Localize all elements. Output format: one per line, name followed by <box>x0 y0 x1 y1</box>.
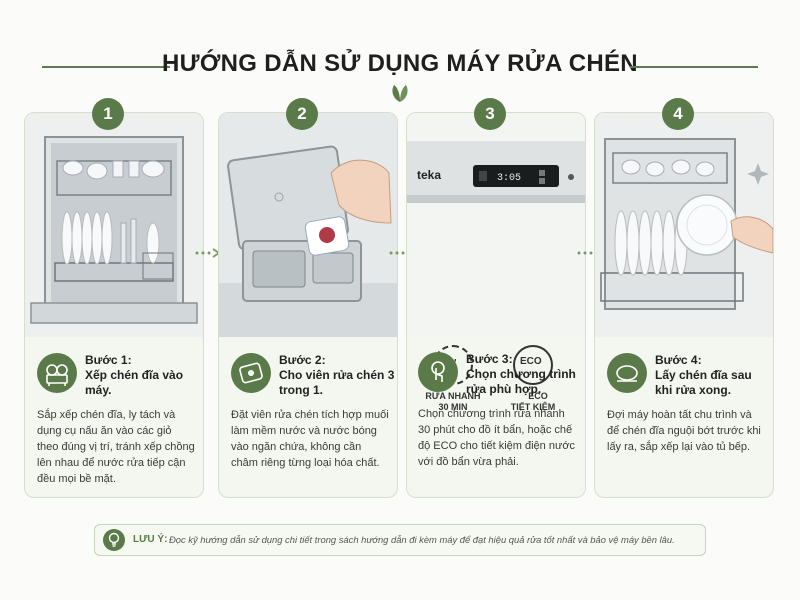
step-4-description: Đợi máy hoàn tất chu trình và để chén đĩ… <box>607 409 761 453</box>
step-card-4: Bước 4: Lấy chén đĩa sau khi rửa xong. Đ… <box>594 112 774 498</box>
dishwasher-loading-image <box>25 113 203 337</box>
step-3-label: Bước 3: <box>466 352 513 366</box>
step-3-number: 3 <box>474 98 506 130</box>
quick-wash-label-2: 30 MIN <box>438 402 468 412</box>
step-4-heading: Bước 4: Lấy chén đĩa sau khi rửa xong. <box>655 353 771 398</box>
step-2-number: 2 <box>286 98 318 130</box>
step-2-badge <box>231 353 271 393</box>
step-1-badge <box>37 353 77 393</box>
note-box: LƯU Ý: Đọc kỹ hướng dẫn sử dụng chi tiết… <box>94 524 706 556</box>
note-text: Đọc kỹ hướng dẫn sử dụng chi tiết trong … <box>169 534 675 545</box>
control-panel-image: teka 3:05 <box>407 113 585 337</box>
eco-indicator: ECO TIẾT KIỆM <box>511 345 563 413</box>
plate-icon <box>616 365 638 382</box>
step-1-heading: Bước 1: Xếp chén đĩa vào máy. <box>85 353 201 398</box>
step-3-description: Chọn chương trình rửa nhanh 30 phút cho … <box>418 408 576 468</box>
dish-rack-icon <box>46 364 68 386</box>
step-2-title: Cho viên rửa chén 3 trong 1. <box>279 368 395 397</box>
quick-wash-label-1: RỬA NHANH <box>425 391 481 401</box>
step-card-1: Bước 1: Xếp chén đĩa vào máy. Sắp xếp ch… <box>24 112 204 498</box>
step-1-title: Xếp chén đĩa vào máy. <box>85 368 184 397</box>
brand-logo: teka <box>417 168 441 182</box>
step-3-badge <box>418 352 458 392</box>
eco-value: ECO <box>520 356 542 367</box>
step-4-badge <box>607 353 647 393</box>
eco-label-2: TIẾT KIỆM <box>510 402 556 412</box>
step-card-3: teka 3:05 RỬA NHANH 30 MIN ECO TIẾT KIỆM… <box>406 112 586 498</box>
header-rule-right <box>630 66 758 68</box>
eco-label-1: ECO <box>528 391 548 401</box>
step-3-heading: Bước 3: Chọn chương trình rửa phù hợp. <box>466 352 582 397</box>
step-4-number: 4 <box>662 98 694 130</box>
step-2-description: Đặt viên rửa chén tích hợp muối làm mềm … <box>231 409 389 469</box>
step-1-description: Sắp xếp chén đĩa, ly tách và dụng cụ nấu… <box>37 409 195 485</box>
step-4-label: Bước 4: <box>655 353 702 367</box>
step-card-2: Bước 2: Cho viên rửa chén 3 trong 1. Đặt… <box>218 112 398 498</box>
header: HƯỚNG DẪN SỬ DỤNG MÁY RỬA CHÉN <box>0 48 800 88</box>
step-1-label: Bước 1: <box>85 353 132 367</box>
step-4-title: Lấy chén đĩa sau khi rửa xong. <box>655 368 752 397</box>
display-time: 3:05 <box>497 173 521 184</box>
step-2-label: Bước 2: <box>279 353 326 367</box>
detergent-tablet-image <box>219 113 397 337</box>
leaf-icon <box>392 85 408 102</box>
header-rule-left <box>42 66 170 68</box>
tablet-icon <box>239 362 263 384</box>
note-label: LƯU Ý: <box>133 534 168 545</box>
eco-leaf-icon <box>513 345 553 385</box>
step-1-number: 1 <box>92 98 124 130</box>
page-title: HƯỚNG DẪN SỬ DỤNG MÁY RỬA CHÉN <box>162 50 638 77</box>
step-3-title: Chọn chương trình rửa phù hợp. <box>466 367 576 396</box>
lightbulb-icon <box>103 529 125 551</box>
touch-button-icon <box>431 361 445 382</box>
step-2-heading: Bước 2: Cho viên rửa chén 3 trong 1. <box>279 353 395 398</box>
unloading-dishes-image <box>595 113 773 337</box>
